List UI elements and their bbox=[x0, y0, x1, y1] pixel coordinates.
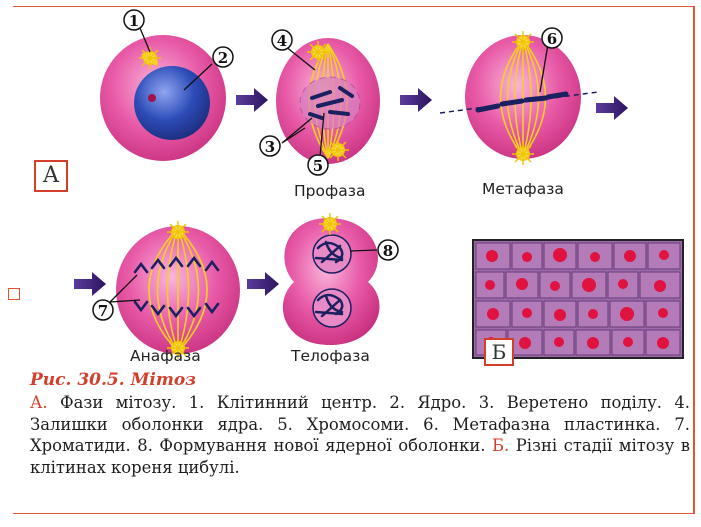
centrosome-icon bbox=[327, 139, 349, 161]
metaphase-cell bbox=[440, 31, 598, 165]
centrosome-icon bbox=[512, 143, 534, 165]
svg-text:8: 8 bbox=[383, 242, 393, 260]
panel-b-label: Б bbox=[484, 338, 514, 366]
figure-caption: Рис. 30.5. Мітоз А. Фази мітозу. 1. Кліт… bbox=[30, 370, 690, 478]
svg-text:5: 5 bbox=[313, 157, 323, 175]
anaphase-cell bbox=[116, 221, 240, 359]
marker-8-icon: 8 bbox=[378, 240, 398, 260]
centrosome-icon bbox=[307, 41, 329, 63]
svg-text:7: 7 bbox=[98, 302, 108, 320]
caption-body: А. Фази мітозу. 1. Клітинний центр. 2. Я… bbox=[30, 392, 690, 478]
arrow-icon bbox=[236, 88, 268, 112]
caption-b-prefix: Б. bbox=[492, 436, 509, 455]
marker-2-icon: 2 bbox=[213, 47, 233, 67]
centrosome-icon bbox=[512, 31, 534, 53]
svg-text:4: 4 bbox=[277, 32, 287, 50]
svg-text:6: 6 bbox=[547, 30, 557, 48]
marker-5-icon: 5 bbox=[308, 155, 328, 175]
svg-text:2: 2 bbox=[218, 49, 228, 67]
centrosome-icon bbox=[319, 213, 341, 235]
stage-label-anaphase: Анафаза bbox=[130, 347, 201, 365]
marker-1-icon: 1 bbox=[124, 10, 144, 30]
marker-4-icon: 4 bbox=[272, 30, 292, 50]
centrosome-icon bbox=[167, 221, 189, 243]
svg-text:1: 1 bbox=[129, 12, 139, 30]
prophase-cell bbox=[276, 38, 380, 164]
arrow-icon bbox=[74, 272, 106, 296]
stage-label-metaphase: Метафаза bbox=[482, 180, 564, 198]
caption-title: Рис. 30.5. Мітоз bbox=[30, 370, 690, 391]
stage-label-prophase: Профаза bbox=[294, 182, 365, 200]
marker-3-icon: 3 bbox=[260, 136, 280, 156]
svg-text:3: 3 bbox=[265, 138, 275, 156]
arrow-icon bbox=[596, 96, 628, 120]
marker-7-icon: 7 bbox=[93, 300, 113, 320]
telophase-cell bbox=[283, 213, 380, 345]
stage-label-telophase: Телофаза bbox=[291, 347, 370, 365]
marker-6-icon: 6 bbox=[542, 28, 562, 48]
caption-a-prefix: А. bbox=[30, 393, 48, 412]
interphase-cell bbox=[100, 35, 226, 161]
arrow-icon bbox=[247, 272, 279, 296]
arrow-icon bbox=[400, 88, 432, 112]
panel-a-label: А bbox=[34, 160, 68, 192]
